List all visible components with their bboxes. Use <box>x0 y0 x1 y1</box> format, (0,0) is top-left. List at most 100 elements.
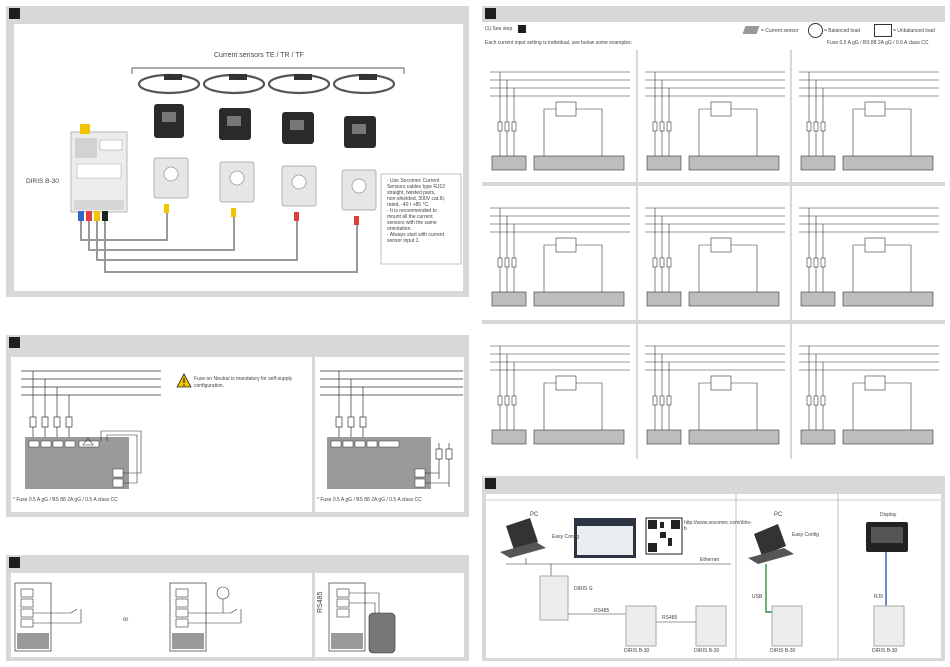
schematic-element <box>497 395 503 406</box>
schematic-element <box>666 395 672 406</box>
schematic-element <box>576 108 603 156</box>
schematic-element <box>652 121 658 132</box>
schematic-element <box>806 395 812 406</box>
schematic-element <box>511 257 517 268</box>
schematic-element <box>555 237 577 253</box>
step-number-box <box>485 478 496 489</box>
schematic-element <box>885 108 912 156</box>
schematic-element <box>864 101 886 117</box>
note-line: Sensors cables type RJ12 <box>387 184 446 190</box>
schematic-element <box>576 244 603 292</box>
schematic-element <box>842 155 934 171</box>
voltage-left-drawing <box>21 370 161 489</box>
rs485-drawing <box>328 582 396 654</box>
schematic-element <box>688 155 780 171</box>
sensors-diagram: Current sensors TE / TR / TF DIRIS B-30 <box>14 24 463 291</box>
note-line: sensor input 1. <box>387 238 420 244</box>
legend-current-sensor: = Current sensor <box>761 28 799 34</box>
step-number-box <box>485 8 496 19</box>
panel-sensors: Current sensors TE / TR / TF DIRIS B-30 <box>6 6 469 297</box>
fuse-footnote-right: * Fuse 0.5 A gG / BS 88 2A gG / 0.5 A cl… <box>317 497 422 503</box>
schematic-element <box>533 291 625 307</box>
panel-communication: PC Easy Config http://www.socomec.com/di… <box>482 476 945 661</box>
schematic-element <box>666 121 672 132</box>
note-line: non-shielded, 300V cat.III, <box>387 196 446 202</box>
schematic-element <box>646 291 682 307</box>
display-label: Display <box>880 512 897 518</box>
panel-voltage: Fuse on Neutral is mandatory for self-su… <box>6 335 469 517</box>
schematic-element <box>533 429 625 445</box>
io-drawing <box>14 582 242 652</box>
schematic-element <box>852 244 865 292</box>
schematic-element <box>820 121 826 132</box>
warning-icon <box>176 373 192 388</box>
schematic-element <box>497 121 503 132</box>
diris-b30-label-a: DIRIS B-30 <box>624 648 650 654</box>
schematic-element <box>533 155 625 171</box>
schematic-element <box>555 101 577 117</box>
schematic-element <box>800 429 836 445</box>
schematic-element <box>698 108 711 156</box>
schematic-element <box>491 291 527 307</box>
schematic-element <box>659 395 665 406</box>
ethernet-label: Ethernet <box>700 557 719 563</box>
rs485-diagram: RS485 <box>315 573 464 657</box>
note-line: straight, twisted pairs, <box>387 190 436 196</box>
note-line: rated, -40 / +85 °C. <box>387 202 430 208</box>
usb-label: USB <box>752 594 763 600</box>
schematic-element <box>852 108 865 156</box>
schematic-element <box>800 291 836 307</box>
step-ref-box <box>518 25 526 33</box>
schematic-element <box>710 375 732 391</box>
sensor-notes: · Use Socomec Current Sensors cables typ… <box>387 178 461 244</box>
schematic-element <box>666 257 672 268</box>
note-line: · Use Socomec Current <box>387 178 440 184</box>
schematic-element <box>813 257 819 268</box>
schematic-element <box>497 257 503 268</box>
balanced-load-icon <box>808 23 823 38</box>
warning-text-1: Fuse on Neutral is mandatory for self-su… <box>194 376 293 382</box>
schematic-element <box>820 257 826 268</box>
schematic-element <box>731 108 758 156</box>
rj-label: RJ9 <box>874 594 883 600</box>
load-examples-area: (1) See step Each current input setting … <box>482 22 945 459</box>
schematic-element <box>731 382 758 430</box>
schematic-element <box>852 382 865 430</box>
pc-label-2: PC <box>774 512 783 518</box>
note-line: · Always start with current <box>387 232 444 238</box>
note-line: orientation. <box>387 226 412 232</box>
schematic-element <box>688 291 780 307</box>
easy-config-label-2: Easy Config <box>792 532 819 538</box>
schematic-element <box>543 108 556 156</box>
schematic-element <box>806 121 812 132</box>
note-line: sensors with the same <box>387 220 437 226</box>
communication-diagram: PC Easy Config http://www.socomec.com/di… <box>486 494 941 658</box>
step-number-box <box>9 8 20 19</box>
panel-load-examples: (1) See step Each current input setting … <box>482 6 945 459</box>
step-number-box <box>9 557 20 568</box>
schematic-element <box>543 382 556 430</box>
schematic-element <box>731 244 758 292</box>
note-line: · It is recommended to <box>387 208 437 214</box>
schematic-element <box>646 429 682 445</box>
sensors-drawing <box>70 67 462 273</box>
schematic-element <box>710 237 732 253</box>
diris-g-label: DIRIS G <box>574 586 593 592</box>
unbalanced-load-icon <box>874 24 892 37</box>
schematic-element <box>652 395 658 406</box>
schematic-element <box>646 155 682 171</box>
voltage-diagram-right: * Fuse 0.5 A gG / BS 88 2A gG / 0.5 A cl… <box>315 357 464 512</box>
schematic-element <box>806 257 812 268</box>
pc-label: PC <box>530 512 539 518</box>
load-examples-grid <box>482 50 945 459</box>
panel-io: or RS485 <box>6 555 469 661</box>
schematic-element <box>842 291 934 307</box>
schematic-element <box>885 382 912 430</box>
rs485-label-a: RS485 <box>594 608 610 614</box>
fuse-note-right: Fuse 0.5 A gG / BS 88 2A gG / 0.5 A clas… <box>827 40 929 46</box>
io-diagram: or <box>11 573 312 657</box>
schematic-element <box>710 101 732 117</box>
schematic-element <box>864 237 886 253</box>
schematic-element <box>491 155 527 171</box>
url-text: http://www.socomec.com/diris-b <box>684 520 752 532</box>
